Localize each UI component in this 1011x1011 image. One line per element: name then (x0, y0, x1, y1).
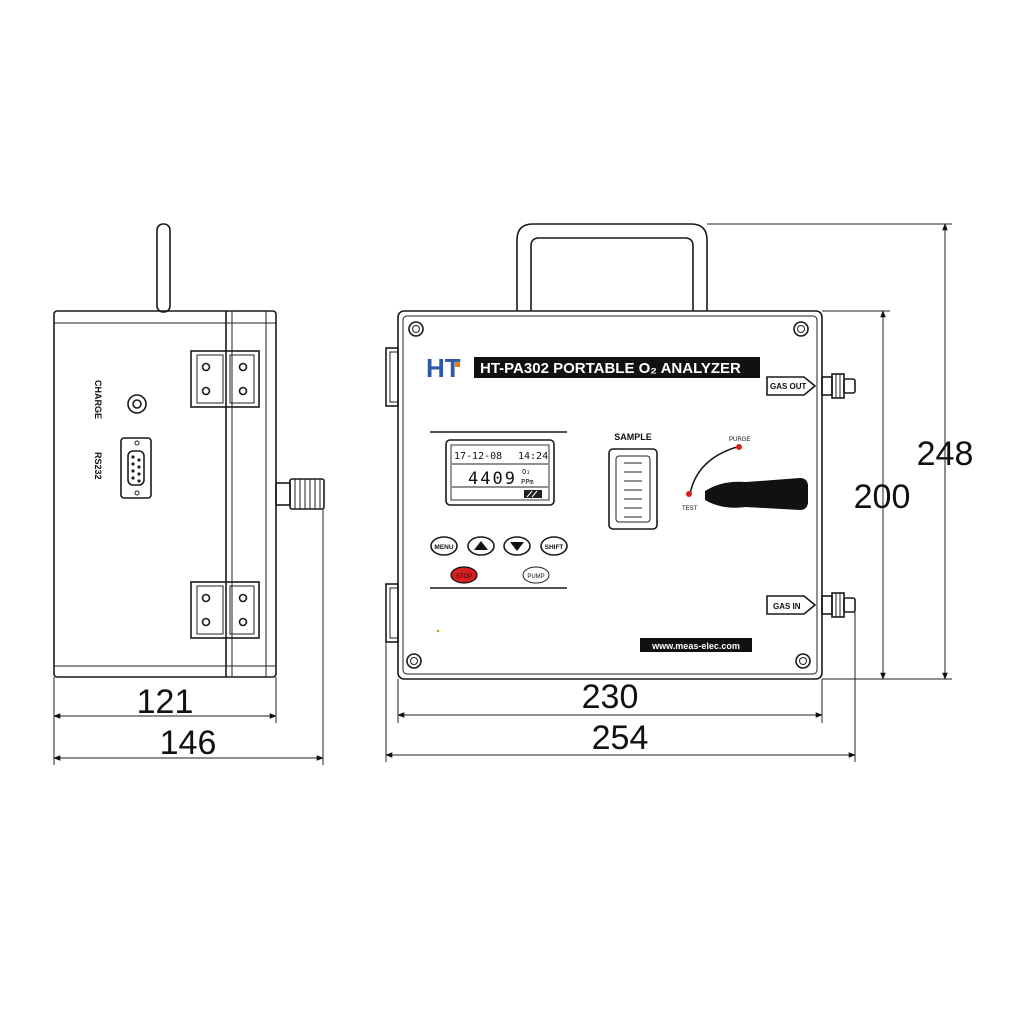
side-case (53, 310, 277, 678)
hinge-top (190, 350, 260, 408)
lcd-value: 4409 (468, 469, 517, 489)
battery-icon (524, 490, 542, 498)
brand-logo: HT (424, 351, 464, 383)
lcd-display: 17-12-08 14:24 4409 O₂ PPm (445, 439, 555, 506)
dim-248: 248 (917, 435, 974, 473)
stop-button[interactable]: STOP (450, 566, 478, 584)
svg-text:MENU: MENU (434, 544, 453, 551)
dim-146: 146 (160, 724, 217, 762)
shift-button[interactable]: SHIFT (540, 536, 568, 556)
sample-label: SAMPLE (614, 432, 652, 442)
valve-knob[interactable] (705, 478, 808, 510)
lcd-unit-bottom: PPm (521, 478, 534, 486)
svg-text:GAS OUT: GAS OUT (770, 382, 807, 391)
rs232-port (120, 437, 152, 499)
gas-out-port: GAS OUT (766, 373, 856, 399)
front-case (397, 310, 823, 680)
carry-handle (516, 223, 708, 311)
antenna (156, 223, 171, 313)
dim-121: 121 (137, 683, 194, 721)
front-view: HT HT-PA302 PORTABLE O₂ ANALYZER 17-12-0… (385, 223, 856, 680)
hinge-bottom (190, 581, 260, 639)
dim-230: 230 (582, 678, 639, 716)
svg-text:STOP: STOP (456, 574, 472, 580)
svg-text:GAS IN: GAS IN (773, 602, 801, 611)
test-label: TEST (682, 506, 698, 512)
side-gas-fitting (275, 478, 325, 510)
pump-button[interactable]: PUMP (522, 566, 550, 584)
website-banner (640, 638, 752, 652)
dim-200: 200 (854, 478, 911, 516)
side-view: CHARGE RS232 (53, 223, 325, 678)
dimension-labels: 121 146 230 254 200 248 (137, 435, 974, 762)
up-button[interactable] (467, 536, 495, 556)
down-arrow-icon (510, 542, 524, 551)
gas-in-port: GAS IN (766, 592, 856, 618)
lcd-unit-top: O₂ (522, 468, 530, 476)
svg-text:PUMP: PUMP (527, 574, 544, 580)
valve-selector[interactable]: PURGE TEST (682, 437, 808, 512)
svg-text:SHIFT: SHIFT (545, 544, 564, 551)
charge-label: CHARGE (93, 380, 103, 419)
rs232-label: RS232 (93, 452, 103, 480)
charge-socket (127, 394, 147, 414)
lcd-date: 17-12-08 (454, 451, 502, 462)
purge-label: PURGE (729, 437, 750, 443)
up-arrow-icon (474, 541, 488, 550)
website-text: www.meas-elec.com (651, 641, 740, 651)
dim-254: 254 (592, 719, 649, 757)
product-title: HT-PA302 PORTABLE O₂ ANALYZER (480, 360, 741, 377)
down-button[interactable] (503, 536, 531, 556)
svg-text:HT: HT (426, 353, 461, 383)
corner-screws (406, 321, 811, 669)
sample-flowmeter (608, 448, 658, 530)
menu-button[interactable]: MENU (430, 536, 458, 556)
dimension-lines (53, 223, 952, 765)
lcd-time: 14:24 (518, 451, 548, 462)
title-banner (474, 357, 760, 378)
